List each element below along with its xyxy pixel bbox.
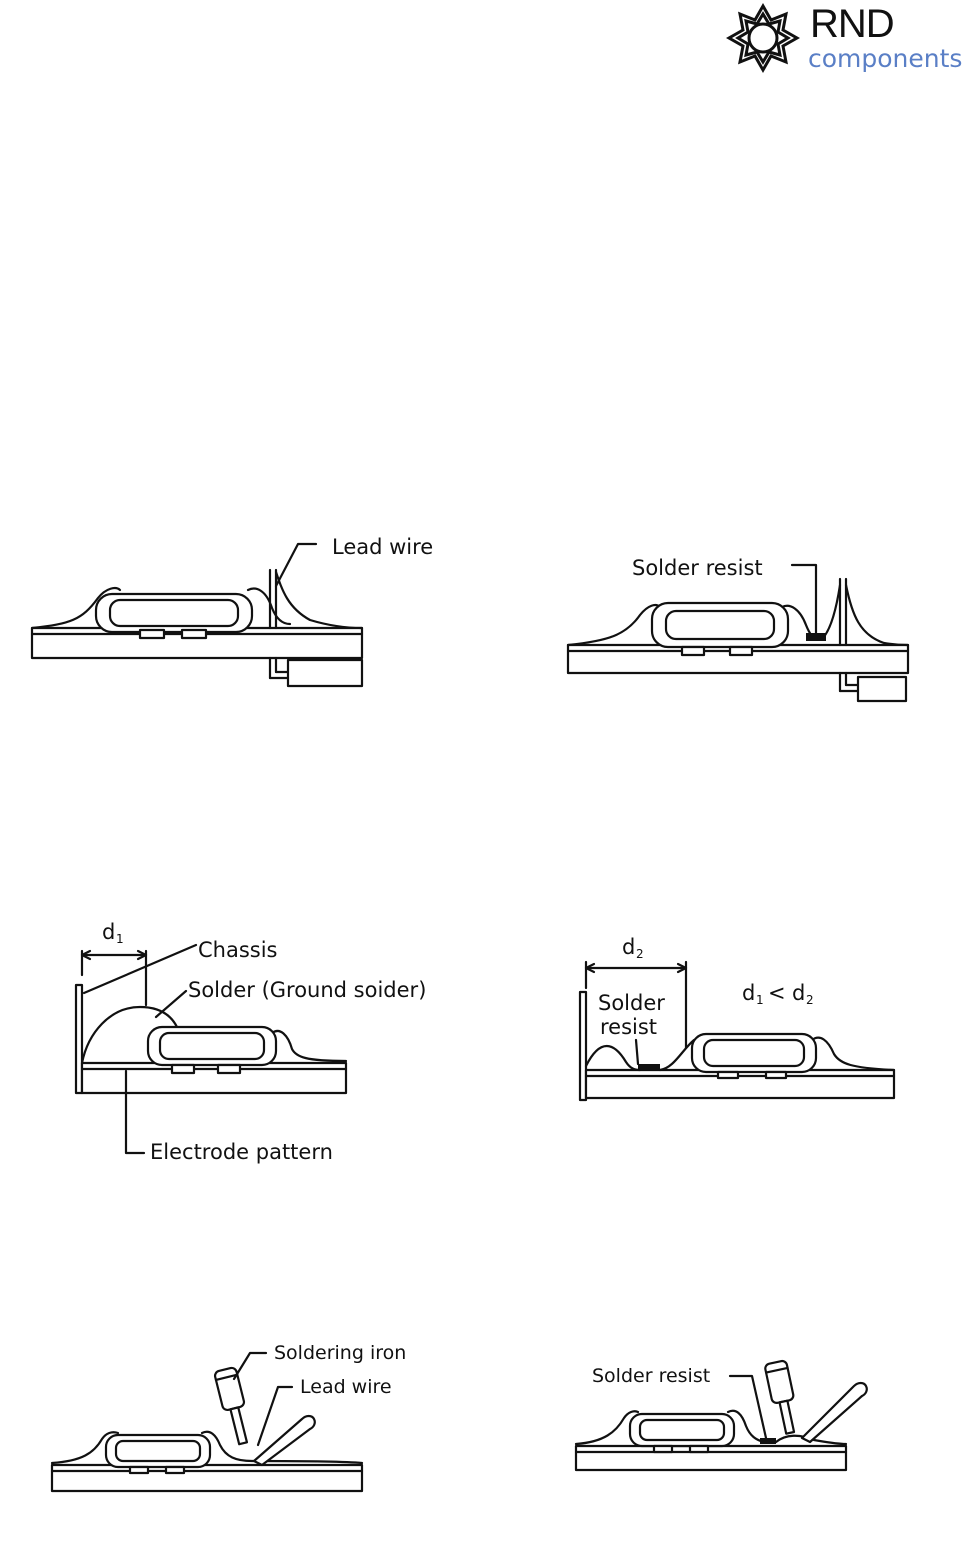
logo-tagline: components [808, 44, 963, 73]
label-d2-sub: 2 [636, 947, 644, 961]
figure-solder-resist-iron: Solder resist [574, 1359, 868, 1472]
relation-operator: < [768, 981, 786, 1005]
label-d2: d [622, 935, 635, 959]
rnd-logo: RND components [724, 0, 967, 76]
label-solder-resist: Solder resist [632, 556, 763, 580]
label-solder-resist-3: Solder resist [592, 1365, 710, 1387]
label-solder-resist-1: Solder [598, 991, 665, 1015]
label-soldering-iron: Soldering iron [274, 1342, 406, 1364]
label-d1-sub: 1 [116, 932, 124, 946]
relation-d2-sub: 2 [806, 993, 814, 1007]
label-electrode-pattern: Electrode pattern [150, 1140, 333, 1164]
relation-d1-sub: 1 [756, 993, 764, 1007]
label-lead-wire-2: Lead wire [300, 1376, 392, 1398]
figure-soldering-iron: Soldering iron Lead wire [50, 1342, 406, 1493]
label-chassis: Chassis [198, 938, 278, 962]
label-lead-wire: Lead wire [332, 535, 433, 559]
label-solder-resist-2: resist [600, 1015, 657, 1039]
relation-d1: d [742, 981, 755, 1005]
figure-solder-resist-distance: d 2 d 1 < d 2 Solder resist [578, 935, 896, 1102]
rnd-star-icon [726, 2, 800, 74]
label-ground-solder: Solder (Ground soider) [188, 978, 426, 1002]
logo-name: RND [810, 2, 895, 46]
label-d1: d [102, 920, 115, 944]
figure-chassis-ground-solder: d 1 Chassis Solder (Ground soider) Elect… [74, 920, 426, 1164]
figure-lead-wire: Lead wire [30, 535, 433, 688]
figure-solder-resist-lead: Solder resist [566, 556, 910, 703]
relation-d2: d [792, 981, 805, 1005]
